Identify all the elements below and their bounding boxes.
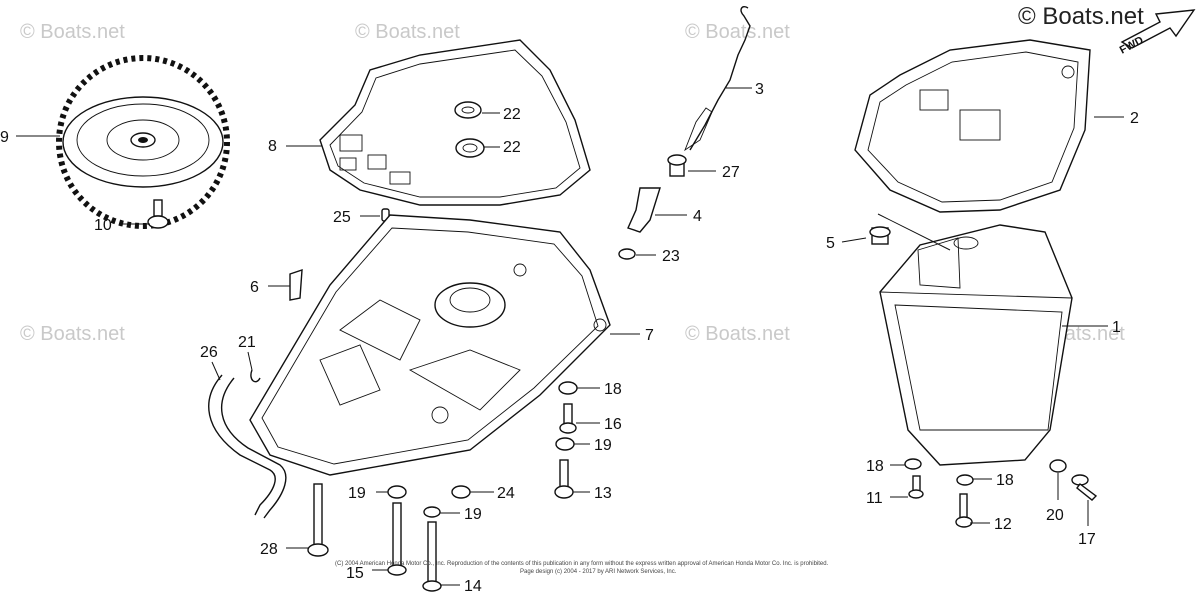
- watermark: © Boats.net: [355, 21, 460, 43]
- washer: [1049, 459, 1067, 473]
- case-gasket: [319, 39, 591, 206]
- callout-16: 16: [604, 416, 622, 433]
- bolt: [908, 475, 924, 499]
- callout-6: 6: [250, 279, 259, 296]
- nut: [451, 485, 471, 499]
- callouts: 9 10 8 22 22 3 27 4 23 25 6 7 21 26 18 1…: [0, 81, 1139, 595]
- watermark: © Boats.net: [20, 323, 125, 345]
- callout-7: 7: [645, 327, 654, 344]
- callout-19: 19: [464, 506, 482, 523]
- oil-seal: [455, 138, 485, 158]
- copyright-line: Page design (c) 2004 - 2017 by ARI Netwo…: [520, 569, 677, 575]
- callout-14: 14: [464, 578, 482, 595]
- bolt: [554, 459, 574, 499]
- callout-26: 26: [200, 344, 218, 361]
- copyright-line: (C) 2004 American Honda Motor Co., Inc. …: [335, 561, 829, 567]
- watermark: © Boats.net: [685, 323, 790, 345]
- callout-9: 9: [0, 129, 9, 146]
- dipstick-plug: [667, 154, 687, 177]
- hose-clamp: [250, 369, 261, 383]
- callout-24: 24: [497, 485, 515, 502]
- drain-bolt: [1071, 474, 1098, 501]
- washer: [387, 485, 407, 499]
- watermark: © Boats.net: [20, 21, 125, 43]
- dipstick: [684, 6, 751, 152]
- callout-5: 5: [826, 235, 835, 252]
- oil-pan-gasket: [854, 39, 1091, 213]
- front-label: FWD: [1118, 34, 1146, 56]
- flywheel-ring-gear: [56, 55, 230, 229]
- washer: [956, 474, 974, 486]
- callout-17: 17: [1078, 531, 1096, 548]
- callout-20: 20: [1046, 507, 1064, 524]
- drain-plug: [869, 226, 891, 245]
- clamp-clip: [289, 269, 303, 301]
- long-bolt: [307, 483, 329, 557]
- callout-2: 2: [1130, 110, 1139, 127]
- callout-4: 4: [693, 208, 702, 225]
- breather-hose: [208, 374, 276, 516]
- long-bolt: [387, 502, 407, 576]
- callout-22: 22: [503, 139, 521, 156]
- callout-11: 11: [866, 490, 883, 507]
- callout-25: 25: [333, 209, 351, 226]
- callout-27: 27: [722, 164, 740, 181]
- flywheel-bolt: [147, 199, 169, 229]
- callout-21: 21: [238, 334, 256, 351]
- breather-hose-edge: [220, 377, 287, 519]
- callout-8: 8: [268, 138, 277, 155]
- callout-28: 28: [260, 541, 278, 558]
- leader-lines: [16, 87, 1124, 586]
- callout-22: 22: [503, 106, 521, 123]
- callout-18: 18: [996, 472, 1014, 489]
- watermark: © Boats.net: [685, 21, 790, 43]
- bolt: [955, 493, 973, 528]
- washer: [555, 437, 575, 451]
- callout-3: 3: [755, 81, 764, 98]
- washer: [558, 381, 578, 395]
- callout-1: 1: [1112, 319, 1121, 336]
- bolt: [559, 403, 577, 434]
- callout-13: 13: [594, 485, 612, 502]
- washer: [904, 458, 922, 470]
- callout-23: 23: [662, 248, 680, 265]
- o-ring: [618, 248, 636, 260]
- callout-18: 18: [604, 381, 622, 398]
- oil-pan: [879, 224, 1073, 466]
- callout-10: 10: [94, 217, 112, 234]
- callout-15: 15: [346, 565, 364, 582]
- long-bolt: [422, 521, 442, 592]
- oil-case: [249, 214, 611, 476]
- callout-12: 12: [994, 516, 1012, 533]
- callout-19: 19: [348, 485, 366, 502]
- brand-watermark: © Boats.net: [1018, 3, 1144, 30]
- callout-19: 19: [594, 437, 612, 454]
- callout-18: 18: [866, 458, 884, 475]
- washer: [423, 506, 441, 518]
- dipstick-guide: [627, 187, 661, 233]
- oil-seal: [454, 101, 482, 119]
